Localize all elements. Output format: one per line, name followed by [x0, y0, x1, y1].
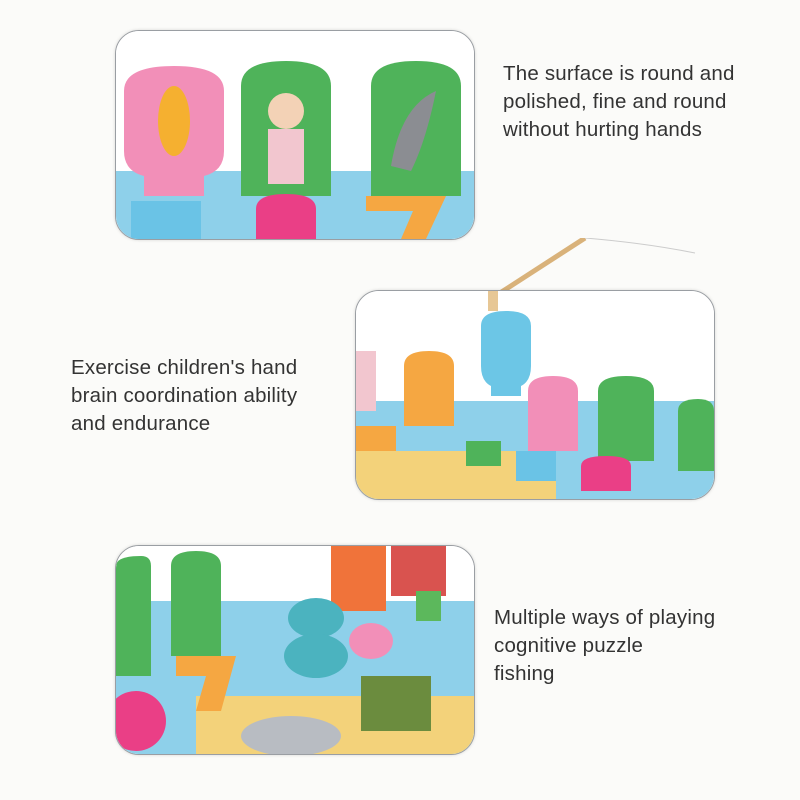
caption-polished-surface: The surface is round and polished, fine …: [503, 60, 735, 144]
caption-line: Exercise children's hand: [71, 356, 298, 379]
caught-fish-peg: [481, 311, 531, 396]
caption-line: and endurance: [71, 412, 211, 435]
number-4: [466, 441, 501, 466]
caption-coordination: Exercise children's hand brain coordinat…: [71, 354, 297, 438]
caption-line: Multiple ways of playing: [494, 606, 716, 629]
caption-line: polished, fine and round: [503, 90, 727, 113]
photo-panel-polished-surface: [115, 30, 475, 240]
number-8: [288, 598, 344, 638]
number-7: [366, 196, 446, 239]
number-6: [581, 456, 631, 491]
caption-line: brain coordination ability: [71, 384, 298, 407]
fishing-rod-line: [500, 238, 696, 296]
caption-line: cognitive puzzle: [494, 634, 644, 657]
horse-piece: [361, 676, 431, 731]
toy-pegs-photo: [116, 31, 474, 239]
number-9: [349, 623, 393, 659]
photo-panel-multiple-ways: [115, 545, 475, 755]
caption-multiple-ways: Multiple ways of playing cognitive puzzl…: [494, 604, 715, 688]
fishing-game-photo: [356, 291, 714, 499]
caption-line: fishing: [494, 662, 555, 685]
caption-line: The surface is round and: [503, 62, 735, 85]
number-7: [176, 656, 236, 711]
puzzle-board-photo: [116, 546, 474, 754]
photo-panel-coordination: [355, 290, 715, 500]
number-6: [256, 194, 316, 239]
elephant-piece: [241, 716, 341, 754]
number-0: [116, 691, 166, 751]
caption-line: without hurting hands: [503, 118, 703, 141]
number-5: [516, 451, 556, 481]
